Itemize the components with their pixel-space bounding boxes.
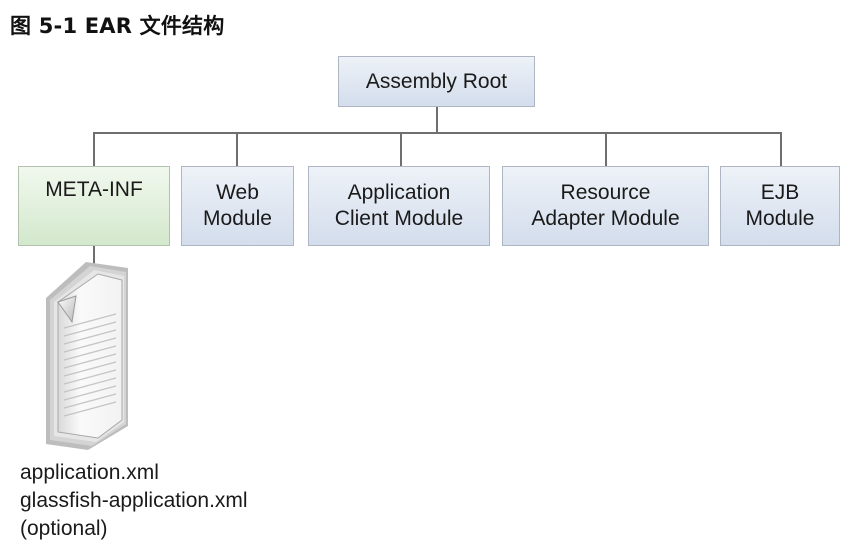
connector-meta-inf xyxy=(93,132,95,166)
assembly-root-label: Assembly Root xyxy=(365,69,508,93)
meta-inf-label: META-INF xyxy=(45,178,143,201)
document-stack-icon xyxy=(46,262,128,450)
web-module-node: Web Module xyxy=(181,166,294,246)
connector-resource-adapter-module xyxy=(605,132,607,166)
ejb-module-label: EJB Module xyxy=(745,181,815,230)
resource-adapter-module-node: Resource Adapter Module xyxy=(502,166,709,246)
connector-ejb-module xyxy=(780,132,782,166)
ejb-module-node: EJB Module xyxy=(720,166,840,246)
connector-application-client-module xyxy=(400,132,402,166)
file-application-xml: application.xml xyxy=(20,461,159,484)
meta-inf-node: META-INF xyxy=(18,166,170,246)
horizontal-connector xyxy=(93,132,781,134)
connector-web-module xyxy=(236,132,238,166)
file-optional-note: (optional) xyxy=(20,517,108,540)
files-caption: application.xml glassfish-application.xm… xyxy=(20,459,248,543)
file-glassfish-application-xml: glassfish-application.xml xyxy=(20,489,248,512)
application-client-module-node: Application Client Module xyxy=(308,166,490,246)
root-connector xyxy=(436,106,438,133)
assembly-root-node: Assembly Root xyxy=(338,56,535,107)
resource-adapter-module-label: Resource Adapter Module xyxy=(531,181,680,230)
application-client-module-label: Application Client Module xyxy=(334,181,464,230)
figure-title: 图 5-1 EAR 文件结构 xyxy=(10,14,225,38)
web-module-label: Web Module xyxy=(203,181,272,230)
